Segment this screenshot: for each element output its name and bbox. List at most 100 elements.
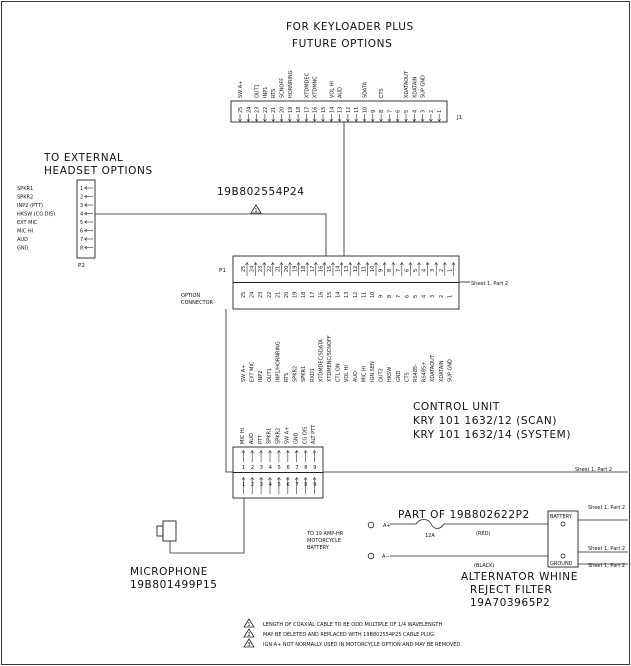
j1-pin-number: 4 <box>412 110 418 113</box>
mic-connector-lower-arrowhead <box>259 476 263 481</box>
j1-pin-number: 2 <box>429 110 435 113</box>
p1-bottom-pin-number: 1 <box>447 295 453 298</box>
mic-connector-pin-arrowhead <box>294 449 299 454</box>
battery-note-line-3: BATTERY <box>307 545 330 551</box>
p1-pin-arrowhead <box>357 261 361 266</box>
p1-pin-arrowhead <box>245 261 249 266</box>
p1-signal: OUT2 <box>379 368 385 382</box>
j1-signal: SDATA <box>363 81 369 98</box>
j1-pin-arrowhead <box>437 118 441 123</box>
mic-connector-pin-arrowhead <box>277 449 281 454</box>
j1-pin-arrowhead <box>271 118 275 123</box>
p1-signal: IGN SEN <box>370 361 376 382</box>
j1-pin-number: 8 <box>379 110 385 113</box>
ground-terminal-label: GROUND <box>550 561 573 567</box>
mic-connector-pin-arrowhead <box>286 449 290 454</box>
j1-pin-arrowhead <box>288 118 292 123</box>
j1-signal: OUT1 <box>255 84 261 98</box>
mic-connector-top-pin-number: 6 <box>287 465 290 471</box>
p1-bottom-pin-number: 21 <box>275 292 281 298</box>
j1-body <box>230 100 448 123</box>
battery-terminal-label: BATTERY <box>550 514 573 520</box>
option-connector-label-2: CONNECTOR <box>181 300 214 306</box>
black-wire-label: (BLACK) <box>474 563 494 569</box>
p2-pin-arrowhead <box>83 203 88 207</box>
j1-pin-number: 23 <box>255 107 261 113</box>
mic-connector-pin-arrowhead <box>312 449 317 454</box>
p1-top-pin-number: 5 <box>413 269 419 272</box>
note-1-marker: 1 <box>247 622 250 628</box>
j1-pin-number: 18 <box>296 107 302 113</box>
p1-ref: P1 <box>219 268 226 274</box>
j1-pin-arrowhead <box>321 118 325 123</box>
mic-connector-signal: PTT <box>258 434 264 444</box>
sheet-ref-ground-2: Sheet 1, Part 2 <box>588 563 625 569</box>
p1-signal: XTDMDEC/SDATA <box>318 339 324 382</box>
mic-connector-lower-arrowhead <box>312 476 317 481</box>
p2-pin-number: 6 <box>80 229 83 235</box>
j1-signal: XDATAIN <box>412 76 418 98</box>
p1-signal: SUP GND <box>447 359 453 382</box>
red-wire-label: (RED) <box>476 531 490 537</box>
p2-pin-arrowhead <box>83 245 88 250</box>
p1-bottom-pin-number: 20 <box>284 292 290 298</box>
p1-top-pin-number: 1 <box>447 269 453 272</box>
j1-pin-number: 22 <box>263 107 269 113</box>
j1-signal: XTDMNC <box>313 76 319 98</box>
microphone-connector <box>232 446 324 499</box>
j1-pin-arrowhead <box>371 118 375 123</box>
mic-connector-lower-arrowhead <box>286 476 290 481</box>
note-marker-1: 1 <box>250 204 262 214</box>
p1-top-pin-number: 18 <box>301 266 307 272</box>
p1-bottom-pin-number: 6 <box>404 295 410 298</box>
p1-top-pin-number: 20 <box>284 266 290 272</box>
j1-pin-number: 5 <box>404 110 410 113</box>
j1-pin-arrowhead <box>312 118 317 123</box>
p1-top-pin-number: 2 <box>439 269 445 272</box>
mic-connector-signal: GND <box>293 432 299 444</box>
p1-signal: SPKR1 <box>301 366 307 382</box>
p1-signal: AUD <box>353 371 359 382</box>
p1-signal: CTS <box>404 372 410 382</box>
wire-p1-to-mic-connector <box>225 309 233 473</box>
p1-bottom-pin-number: 9 <box>379 295 385 298</box>
p1-pin-arrowhead <box>451 261 456 266</box>
p1-top-pin-number: 11 <box>361 266 367 272</box>
p1-pin-arrowhead <box>391 261 395 266</box>
p1-signal: XTDMENC/SCNOFF <box>327 335 333 382</box>
p1-bottom-pin-number: 14 <box>336 292 342 298</box>
mic-connector-top-pin-number: 9 <box>313 465 316 471</box>
fuse-rating: 12A <box>425 533 435 539</box>
p1-pin-arrowhead <box>408 261 413 266</box>
j1-pin-arrowhead <box>420 118 425 123</box>
p2-pin-arrowhead <box>83 220 88 224</box>
mic-connector-signal: CG DIS <box>302 427 308 444</box>
p1-bottom-pin-number: 17 <box>310 292 316 298</box>
p1-pin-arrowhead <box>331 261 335 266</box>
j1-pin-arrowhead <box>346 118 350 123</box>
j1-pin-number: 13 <box>338 107 344 113</box>
filter-battery-node <box>560 521 566 527</box>
j1-pin-number: 10 <box>363 107 369 113</box>
microphone-symbol <box>156 498 245 554</box>
mic-connector-signal: SPKR1 <box>267 428 273 444</box>
mic-connector-signal: MIC HI <box>240 428 246 444</box>
p1-signal: XDATAIN <box>439 360 445 382</box>
p1-bottom-pin-number: 24 <box>250 292 256 298</box>
j1-connector: J1 <box>230 100 463 123</box>
p1-top-pin-number: 14 <box>336 266 342 272</box>
note-3-text: IGN A+ NOT NORMALLY USED IN MOTORCYCLE O… <box>263 642 462 648</box>
j1-pin-arrowhead <box>429 118 433 123</box>
p1-bottom-pin-number: 23 <box>258 292 264 298</box>
wire-p2-to-p1 <box>95 213 327 256</box>
p1-signal: XDATAOUT <box>430 354 436 382</box>
p1-bottom-pin-number: 11 <box>361 292 367 298</box>
p2-pin-number: 8 <box>80 246 83 252</box>
battery-note-line-2: MOTORCYCLE <box>307 538 341 544</box>
p1-pin-arrowhead <box>305 261 309 266</box>
j1-signal: VOL HI <box>329 81 335 98</box>
